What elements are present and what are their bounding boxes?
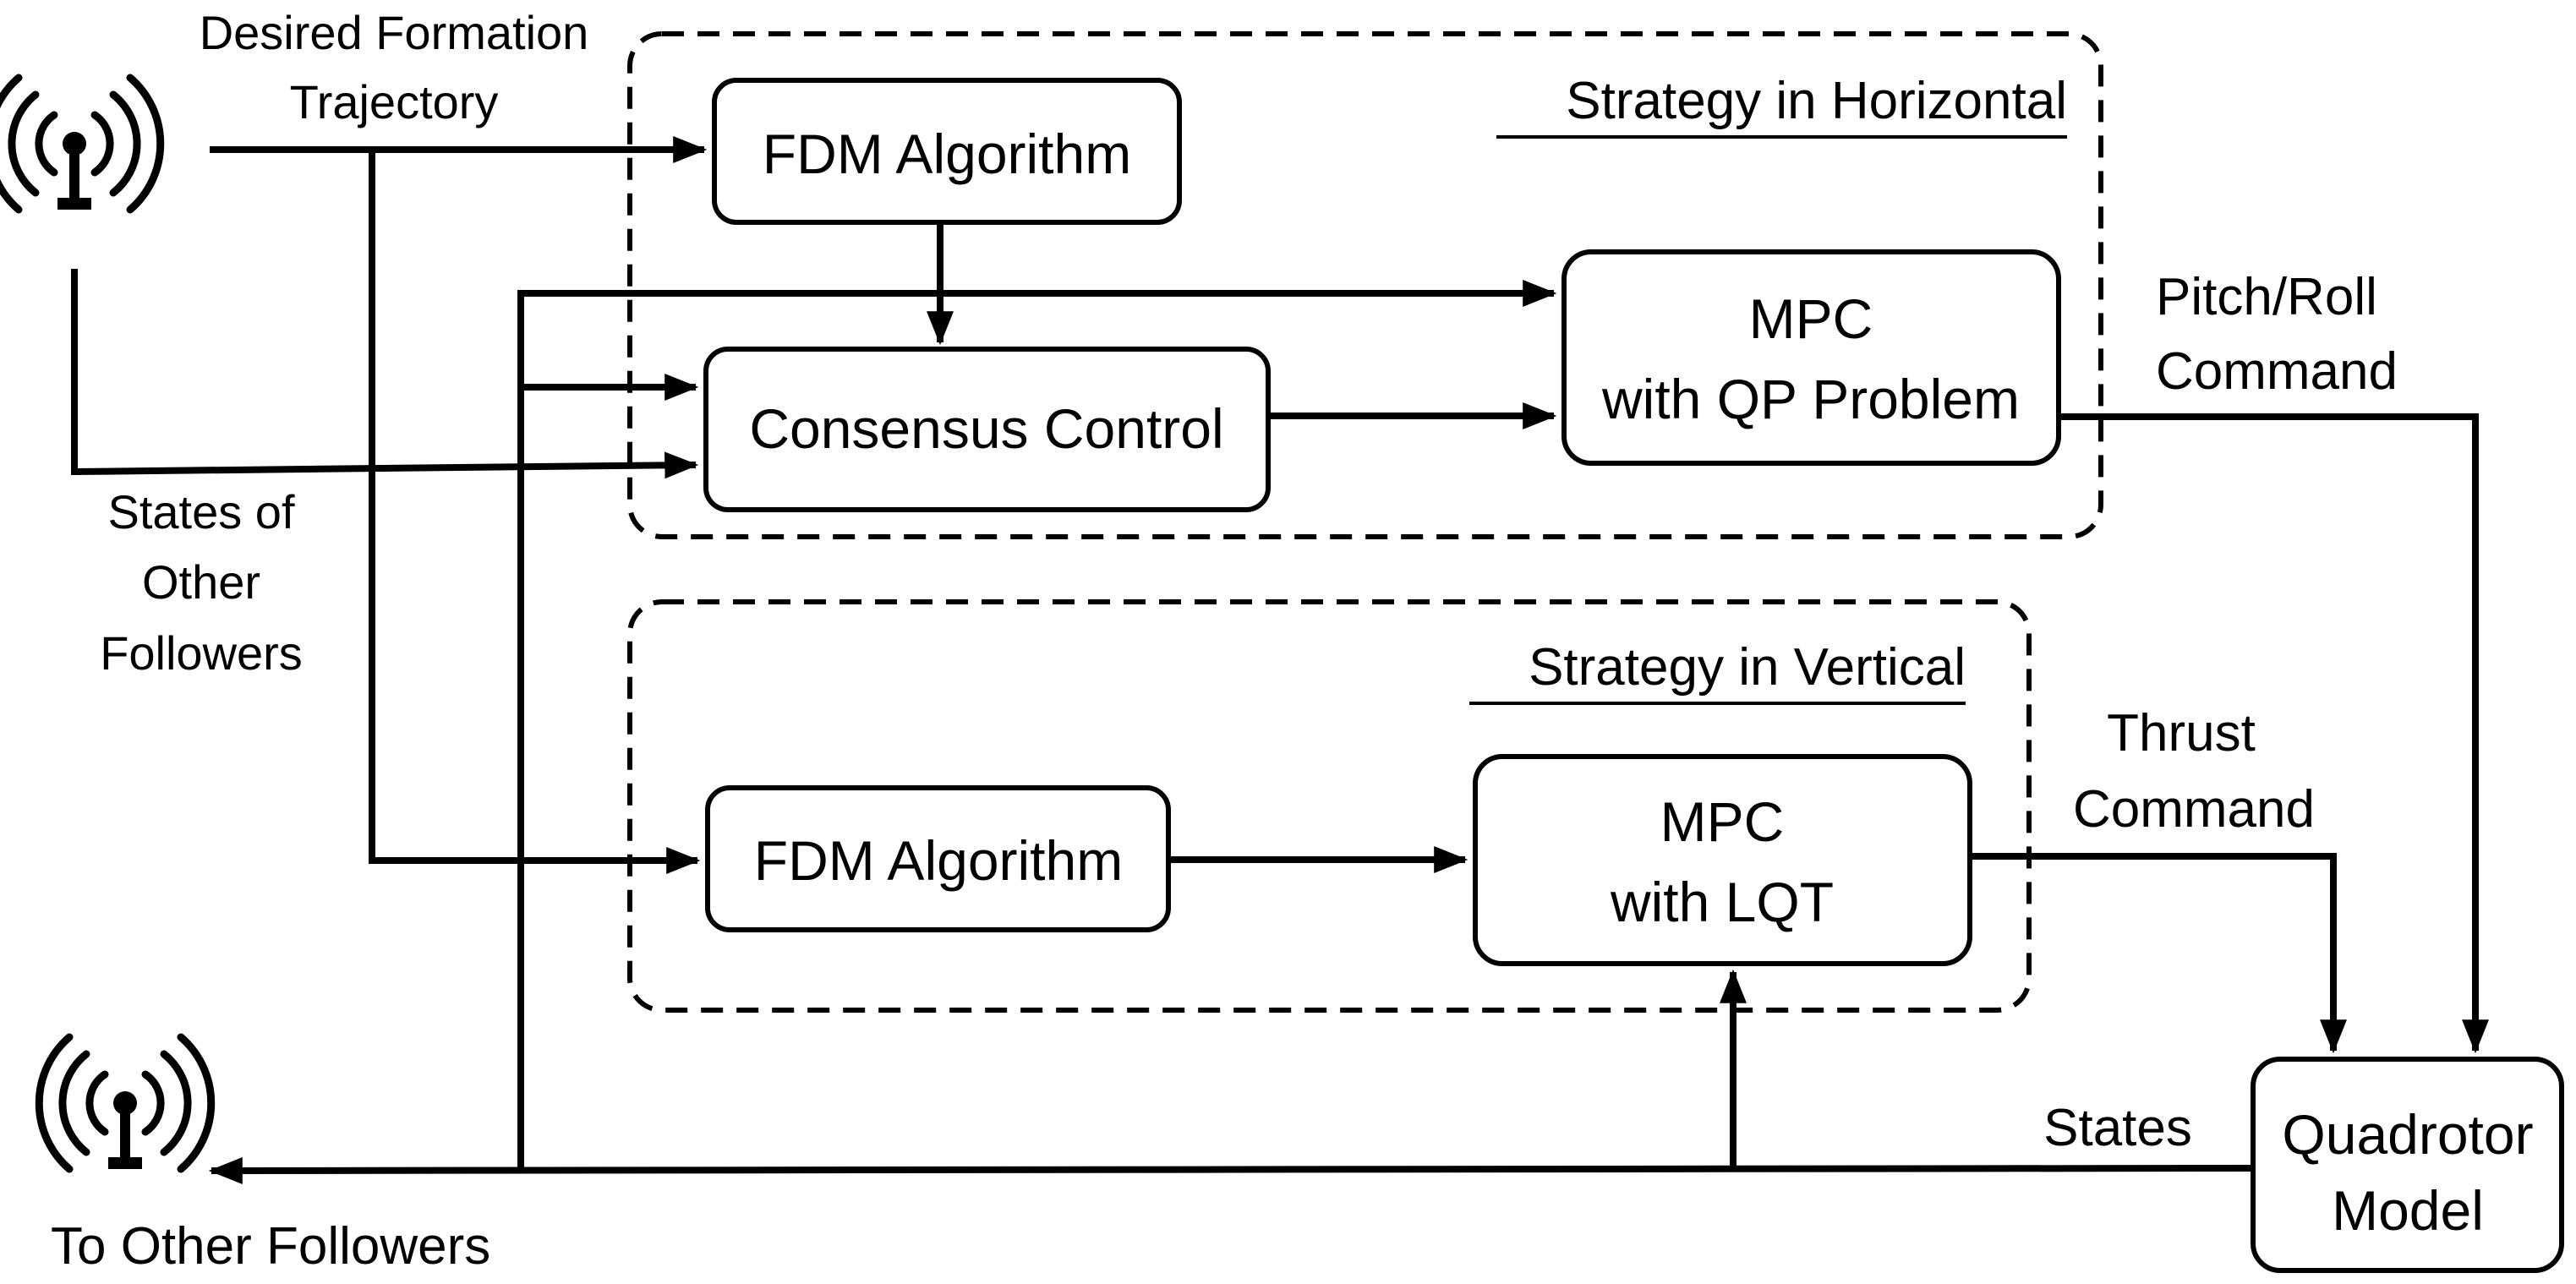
thrust-command-line2: Command bbox=[2073, 780, 2315, 839]
quadrotor-model-label-line1: Quadrotor bbox=[2282, 1103, 2533, 1166]
states-label: States bbox=[2043, 1099, 2192, 1157]
pitch-roll-command-arrow bbox=[2059, 413, 2489, 1054]
mpc-lqt-label-line1: MPC bbox=[1660, 790, 1785, 853]
states-to-other-followers-arrow bbox=[208, 1156, 2254, 1184]
fdm-algorithm-vertical-block: FDM Algorithm bbox=[705, 785, 1171, 932]
trajectory-to-fdm-v-arrow bbox=[369, 150, 701, 874]
horizontal-strategy-group bbox=[627, 31, 2103, 539]
states-of-other-followers-line2: Other bbox=[142, 555, 260, 609]
thrust-command-arrow bbox=[1970, 853, 2347, 1054]
consensus-control-label: Consensus Control bbox=[749, 397, 1223, 460]
consensus-control-block: Consensus Control bbox=[703, 347, 1271, 512]
connections bbox=[71, 136, 2489, 1184]
vertical-strategy-title: Strategy in Vertical bbox=[1529, 638, 1966, 697]
states-bus-to-mpc-qp-arrow bbox=[517, 280, 1557, 1168]
pitch-roll-command-line2: Command bbox=[2156, 342, 2398, 401]
thrust-command-line1: Thrust bbox=[2107, 704, 2256, 762]
other-followers-to-consensus-arrow bbox=[71, 269, 699, 479]
fdm-algorithm-horizontal-block: FDM Algorithm bbox=[712, 78, 1182, 225]
states-of-other-followers-line1: States of bbox=[107, 485, 294, 538]
desired-trajectory-label-line1: Desired Formation bbox=[200, 6, 589, 59]
mpc-qp-label-line2: with QP Problem bbox=[1601, 368, 2020, 430]
pitch-roll-command-line1: Pitch/Roll bbox=[2156, 268, 2377, 326]
mpc-qp-label-line1: MPC bbox=[1749, 287, 1873, 350]
to-other-followers-label: To Other Followers bbox=[51, 1217, 490, 1276]
horizontal-strategy-title: Strategy in Horizontal bbox=[1566, 72, 2067, 130]
fdm-algorithm-horizontal-label: FDM Algorithm bbox=[763, 123, 1131, 185]
states-of-other-followers-line3: Followers bbox=[100, 626, 303, 680]
quadrotor-model-label-line2: Model bbox=[2332, 1179, 2484, 1242]
antenna-icon bbox=[0, 74, 165, 214]
mpc-qp-block: MPC with QP Problem bbox=[1561, 249, 2061, 466]
fdm-algorithm-vertical-label: FDM Algorithm bbox=[754, 829, 1123, 892]
quadrotor-model-block: Quadrotor Model bbox=[2251, 1057, 2564, 1273]
mpc-lqt-label-line2: with LQT bbox=[1610, 871, 1834, 933]
desired-trajectory-label-line2: Trajectory bbox=[290, 75, 499, 128]
antenna-icon bbox=[35, 1033, 216, 1173]
mpc-lqt-block: MPC with LQT bbox=[1473, 754, 1972, 966]
